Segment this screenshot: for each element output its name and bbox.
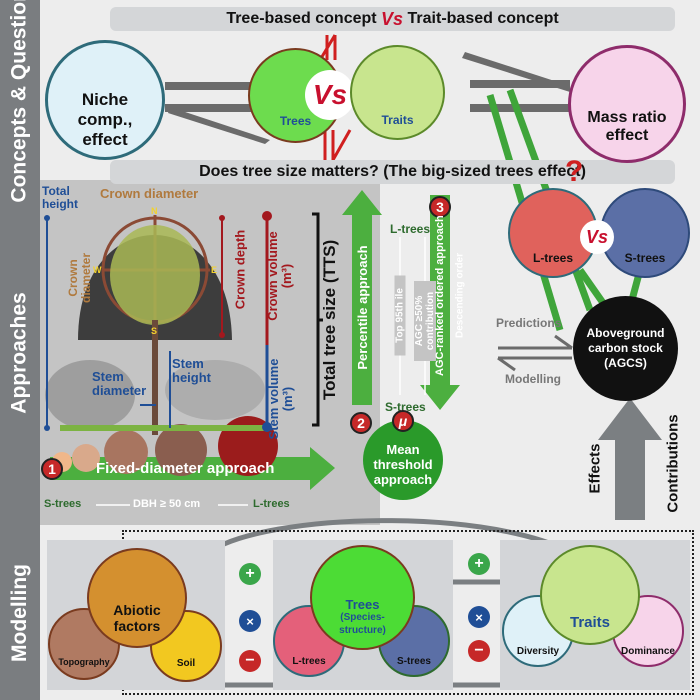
predictions-label: Predictions — [496, 316, 562, 330]
percentile-l-trees: L-trees — [390, 222, 431, 236]
crown-depth-label: Crown depth — [232, 229, 248, 310]
stem-height-label: Stem height — [172, 356, 211, 385]
percentile-arrow — [342, 190, 382, 405]
abiotic-factors-circle: Abiotic factors — [87, 548, 187, 648]
connector-niche-trees-diag — [168, 107, 270, 144]
agc-ranked-label: AGC-ranked ordered approach — [434, 215, 446, 376]
percentile-s-trees: S-trees — [385, 400, 426, 414]
vs-line-6 — [331, 129, 352, 161]
dbh-circle-2 — [72, 444, 100, 472]
approach-2-badge: 2 — [350, 412, 372, 434]
lvs-circle: Vs — [580, 220, 614, 254]
compass-e: E — [211, 265, 218, 275]
compass-w: W — [93, 265, 102, 275]
niche-complementarity-circle: Niche comp., effect — [45, 40, 165, 160]
total-height-label: Total height — [42, 184, 78, 211]
connector-niche-trees-1 — [165, 82, 260, 90]
top95-label: Top 95th ile — [394, 275, 406, 356]
approach-1-badge: 1 — [41, 458, 63, 480]
crown-diameter-side-label: Crown diameter — [66, 252, 93, 304]
dbh-circle-3 — [104, 430, 148, 474]
tree-trunk — [152, 320, 158, 435]
crown-volume-label: Crown volume (m³) — [265, 231, 294, 321]
minus-op-icon-2: − — [468, 640, 490, 662]
fixed-diameter-label: Fixed-diameter approach — [96, 460, 275, 477]
mean-threshold-circle: Mean threshold approach — [363, 420, 443, 500]
plus-op-icon: + — [239, 563, 261, 585]
modelling-traits-circle: Traits — [540, 545, 640, 645]
connector-niche-trees-2 — [165, 104, 260, 112]
traits-circle: Traits — [350, 45, 445, 140]
stem-diameter-label: Stem diameter — [92, 369, 147, 398]
effects-label: Effects — [586, 443, 604, 494]
compass-n: N — [151, 206, 158, 216]
vs-circle: Vs — [305, 70, 355, 120]
s-trees-circle: S-trees — [600, 188, 690, 278]
dbh-label: DBH ≥ 50 cm — [133, 498, 201, 510]
plus-op-icon-2: + — [468, 553, 490, 575]
percentile-approach-label: Percentile approach — [355, 245, 370, 370]
approach-3-badge: 3 — [429, 196, 451, 218]
contributions-label: Contributions — [664, 414, 682, 513]
ground — [60, 425, 265, 431]
tree-foliage — [110, 225, 200, 325]
mean-symbol-badge: μ — [392, 410, 414, 432]
dbh-circle-4 — [155, 424, 207, 476]
crown-diameter-label: Crown diameter — [100, 186, 199, 201]
descending-order-label: Descending order — [454, 252, 466, 339]
agc50-label: AGC ≥50% contribution — [414, 281, 436, 361]
effects-arrow — [598, 398, 662, 520]
question-mark: ? — [565, 155, 584, 188]
modelling-label: Modelling — [505, 372, 561, 386]
tts-bracket — [312, 212, 323, 427]
mass-ratio-circle: Mass ratio effect — [568, 45, 686, 163]
concept-banner: Tree-based concept Vs Trait-based concep… — [110, 7, 675, 31]
sidebar: Concepts & Questions Approaches Modellin… — [0, 0, 40, 700]
stem-volume-label: Stem volume (m³) — [266, 358, 295, 440]
modelling-trees-circle: Trees (Species-structure) — [310, 545, 415, 650]
times-op-icon: × — [239, 610, 261, 632]
times-op-icon-2: × — [468, 606, 490, 628]
connector-traits-mass-1 — [470, 80, 570, 88]
agcs-circle: Aboveground carbon stock (AGCS) — [573, 296, 678, 401]
s-trees-label: S-trees — [44, 498, 82, 510]
tts-label: Total tree size (TTS) — [320, 239, 339, 400]
l-trees-label: L-trees — [253, 498, 290, 510]
minus-op-icon: − — [239, 650, 261, 672]
question-banner: Does tree size matters? (The big-sized t… — [110, 160, 675, 184]
compass-s: S — [151, 326, 158, 336]
